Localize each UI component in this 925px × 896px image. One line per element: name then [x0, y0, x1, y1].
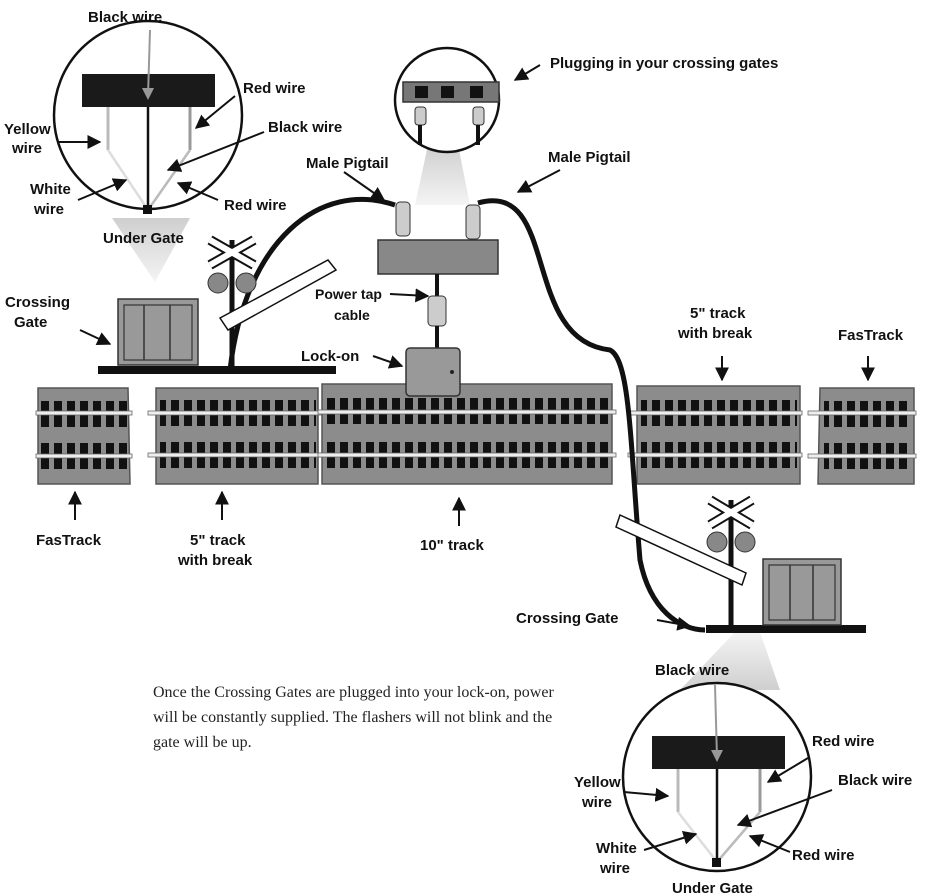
label-10in-track: 10" track — [420, 537, 484, 554]
label-male-pigtail-right: Male Pigtail — [548, 149, 631, 166]
label-plugging-crossing-gates: Plugging in your crossing gates — [550, 55, 778, 72]
label-yellow-wire-top-line2: wire — [11, 140, 42, 157]
power-tap-box — [377, 239, 499, 350]
label-5in-track-break-left-line2: with break — [177, 552, 253, 569]
label-black-wire-top: Black wire — [88, 9, 162, 26]
label-black-wire-top-2: Black wire — [268, 119, 342, 136]
track-fastrack-left — [35, 387, 133, 485]
label-white-wire-top-line1: White — [30, 181, 71, 198]
label-under-gate-bottom: Under Gate — [672, 880, 753, 896]
track-5in-break-right — [627, 385, 803, 485]
label-5in-track-break-left-line1: 5" track — [190, 532, 246, 549]
label-power-tap-cable: Power tap cable — [315, 286, 386, 323]
callout-arrows — [58, 64, 875, 853]
label-crossing-gate-left: Crossing Gate — [5, 294, 74, 331]
track-10in — [317, 383, 617, 485]
plug-detail-top — [393, 46, 501, 205]
label-yellow-wire-bottom-line1: Yellow — [574, 774, 621, 791]
label-power-tap-cable-line2: cable — [334, 307, 370, 323]
label-yellow-wire-top: Yellow wire — [4, 121, 55, 157]
label-white-wire-top: White wire — [30, 181, 75, 218]
label-5in-track-break-left: 5" track with break — [177, 532, 253, 569]
crossing-gate-right — [615, 495, 866, 633]
label-yellow-wire-bottom-line2: wire — [581, 794, 612, 811]
label-yellow-wire-top-line1: Yellow — [4, 121, 51, 138]
label-red-wire-bottom-2: Red wire — [792, 847, 855, 864]
label-fastrack-left: FasTrack — [36, 532, 102, 549]
label-white-wire-bottom: White wire — [596, 840, 641, 877]
track-fastrack-right — [807, 387, 917, 485]
male-pigtail-left — [227, 197, 411, 371]
label-black-wire-bottom: Black wire — [655, 662, 729, 679]
label-power-tap-cable-line1: Power tap — [315, 286, 382, 302]
label-5in-track-break-right-line2: with break — [677, 325, 753, 342]
label-white-wire-bottom-line1: White — [596, 840, 637, 857]
male-pigtail-right — [465, 198, 706, 633]
label-male-pigtail-left: Male Pigtail — [306, 155, 389, 172]
label-black-wire-bottom-2: Black wire — [838, 772, 912, 789]
label-lock-on: Lock-on — [301, 348, 359, 365]
label-crossing-gate-right: Crossing Gate — [516, 610, 619, 627]
label-red-wire-bottom-1: Red wire — [812, 733, 875, 750]
label-crossing-gate-left-line2: Gate — [14, 314, 47, 331]
wiring-detail-top-left — [52, 19, 244, 282]
label-white-wire-bottom-line2: wire — [599, 860, 630, 877]
label-fastrack-right: FasTrack — [838, 327, 904, 344]
wiring-detail-bottom-right — [621, 632, 813, 873]
label-red-wire-top-2: Red wire — [224, 197, 287, 214]
track-5in-break-left — [147, 387, 323, 485]
label-5in-track-break-right: 5" track with break — [677, 305, 753, 342]
instruction-caption: Once the Crossing Gates are plugged into… — [153, 684, 554, 751]
label-red-wire-top-1: Red wire — [243, 80, 306, 97]
label-yellow-wire-bottom: Yellow wire — [574, 774, 625, 811]
label-under-gate-top: Under Gate — [103, 230, 184, 247]
crossing-gate-left — [98, 235, 338, 374]
label-5in-track-break-right-line1: 5" track — [690, 305, 746, 322]
label-crossing-gate-left-line1: Crossing — [5, 294, 70, 311]
label-white-wire-top-line2: wire — [33, 201, 64, 218]
lock-on-device — [405, 347, 461, 397]
